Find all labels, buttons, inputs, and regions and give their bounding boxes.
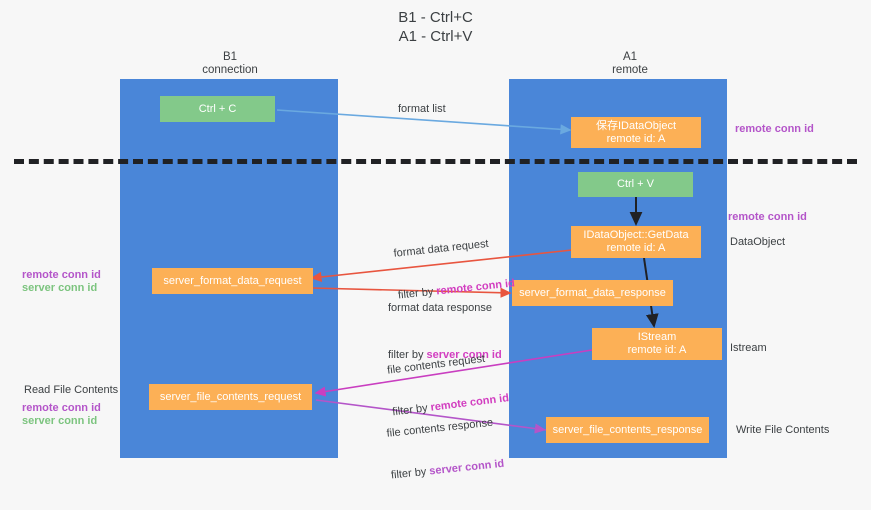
- phase-divider: [14, 159, 857, 164]
- column-header-b1-sub: connection: [202, 64, 258, 76]
- filter-value-server-conn-id: server conn id: [428, 457, 505, 478]
- edge-label-file-contents-response-filter: filter by server conn id: [390, 457, 505, 483]
- annotation-read-file-contents: Read File Contents: [24, 384, 119, 396]
- node-istream-line1: IStream: [637, 331, 677, 343]
- node-idataobject-getdata[interactable]: IDataObject::GetData remote id: A: [571, 226, 701, 258]
- node-getdata-line1: IDataObject::GetData: [583, 229, 689, 241]
- filter-prefix: filter by: [388, 349, 427, 361]
- annotation-remote-conn-id-mid: remote conn id: [728, 211, 807, 223]
- node-ctrl-v[interactable]: Ctrl + V: [578, 172, 693, 197]
- node-server-format-data-response[interactable]: server_format_data_response: [512, 280, 673, 306]
- filter-value-server-conn-id: server conn id: [426, 349, 502, 361]
- node-save-idataobject-line2: remote id: A: [606, 132, 666, 145]
- column-header-a1-name: A1: [622, 51, 638, 63]
- edge-label-format-list: format list: [398, 103, 446, 115]
- node-getdata-line2: remote id: A: [606, 242, 666, 254]
- node-save-idataobject[interactable]: 保存IDataObject remote id: A: [571, 117, 701, 148]
- annotation-left-remote-conn-id: remote conn id: [22, 269, 101, 281]
- diagram-title-line2: A1 - Ctrl+V: [398, 28, 473, 45]
- annotation-dataobject: DataObject: [730, 236, 786, 248]
- annotation-left-server-conn-id-2: server conn id: [22, 415, 98, 427]
- node-istream-line2: remote id: A: [627, 344, 687, 356]
- diagram-title-line1: B1 - Ctrl+C: [398, 9, 473, 26]
- node-save-idataobject-line1: 保存IDataObject: [595, 119, 677, 132]
- edge-label-format-data-response-filter: filter by server conn id: [388, 348, 502, 362]
- edge-label-format-data-request-text: format data request: [393, 237, 490, 260]
- annotation-istream: Istream: [730, 342, 767, 354]
- annotation-write-file-contents: Write File Contents: [736, 424, 830, 436]
- annotation-left-server-conn-id: server conn id: [22, 282, 98, 294]
- edge-label-file-contents-request-text: file contents request: [386, 352, 486, 377]
- column-header-a1-sub: remote: [612, 64, 648, 76]
- edge-label-file-contents-response: file contents response filter by server …: [383, 387, 508, 510]
- node-ctrl-c[interactable]: Ctrl + C: [160, 96, 275, 122]
- annotation-left-remote-conn-id-2: remote conn id: [22, 402, 101, 414]
- filter-prefix: filter by: [390, 465, 430, 482]
- edge-label-file-contents-response-text: file contents response: [386, 416, 494, 440]
- annotation-remote-conn-id-top: remote conn id: [735, 123, 814, 135]
- node-server-file-contents-request[interactable]: server_file_contents_request: [149, 384, 312, 410]
- diagram-canvas: B1 - Ctrl+C A1 - Ctrl+V B1 connection A1…: [14, 9, 857, 482]
- node-server-format-data-request[interactable]: server_format_data_request: [152, 268, 313, 294]
- edge-label-format-data-response-text: format data response: [388, 302, 492, 314]
- column-header-b1-name: B1: [222, 51, 238, 63]
- edge-label-format-data-response: format data response filter by server co…: [388, 273, 502, 390]
- node-server-file-contents-response[interactable]: server_file_contents_response: [546, 417, 709, 443]
- node-istream[interactable]: IStream remote id: A: [592, 328, 722, 360]
